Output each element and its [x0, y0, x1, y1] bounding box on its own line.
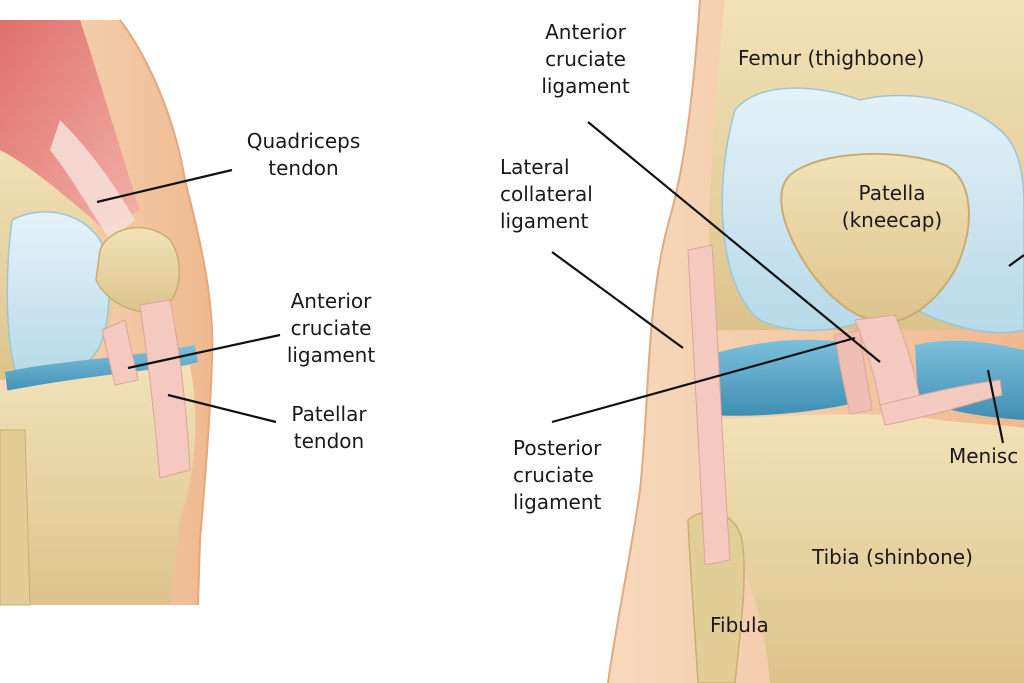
label-lateral-collateral-ligament: Lateral collateral ligament	[500, 155, 593, 233]
label-patella: Patella (kneecap)	[841, 181, 943, 232]
side-view-knee	[0, 19, 214, 606]
side-view-tibia	[0, 365, 196, 605]
front-view-pcl	[834, 329, 873, 415]
leader-meniscus	[986, 369, 1005, 444]
side-view-patella	[95, 226, 181, 313]
side-view-femoral-cartilage	[6, 211, 110, 381]
leader-lateral-collateral-ligament	[551, 251, 684, 349]
label-meniscus: Menisc	[949, 444, 1019, 468]
label-fibula: Fibula	[710, 613, 769, 637]
label-tibia: Tibia (shinbone)	[812, 545, 973, 569]
leader-pcl	[551, 336, 856, 424]
leader-quadriceps-tendon	[96, 168, 233, 204]
side-view-quadriceps-tendon	[50, 120, 135, 240]
front-view-patella	[780, 152, 970, 324]
side-view-patellar-tendon	[139, 299, 191, 479]
front-view-lateral-collateral-ligament	[687, 244, 731, 566]
side-view-fibula	[0, 429, 31, 606]
leader-lines	[96, 121, 1024, 444]
label-femur: Femur (thighbone)	[738, 46, 925, 70]
label-quadriceps-tendon: Quadriceps tendon	[246, 129, 361, 180]
leader-front-acl	[587, 121, 881, 363]
front-view-tibia	[707, 414, 1024, 683]
front-view-meniscus-left	[708, 339, 868, 416]
side-view-skin-edge	[119, 19, 214, 606]
label-posterior-cruciate-ligament: Posterior cruciate ligament	[513, 436, 602, 514]
leader-patellar-tendon	[167, 393, 277, 424]
front-view-transverse-ligament	[879, 379, 1003, 426]
front-view-knee	[607, 0, 1024, 683]
front-view-skin-edge	[607, 0, 701, 683]
leader-side-acl	[127, 333, 281, 370]
label-patellar-tendon: Patellar tendon	[291, 402, 367, 453]
label-front-anterior-cruciate-ligament: Anterior cruciate ligament	[541, 20, 630, 98]
label-side-anterior-cruciate-ligament: Anterior cruciate ligament	[286, 289, 376, 367]
leader-edge	[1008, 254, 1024, 267]
